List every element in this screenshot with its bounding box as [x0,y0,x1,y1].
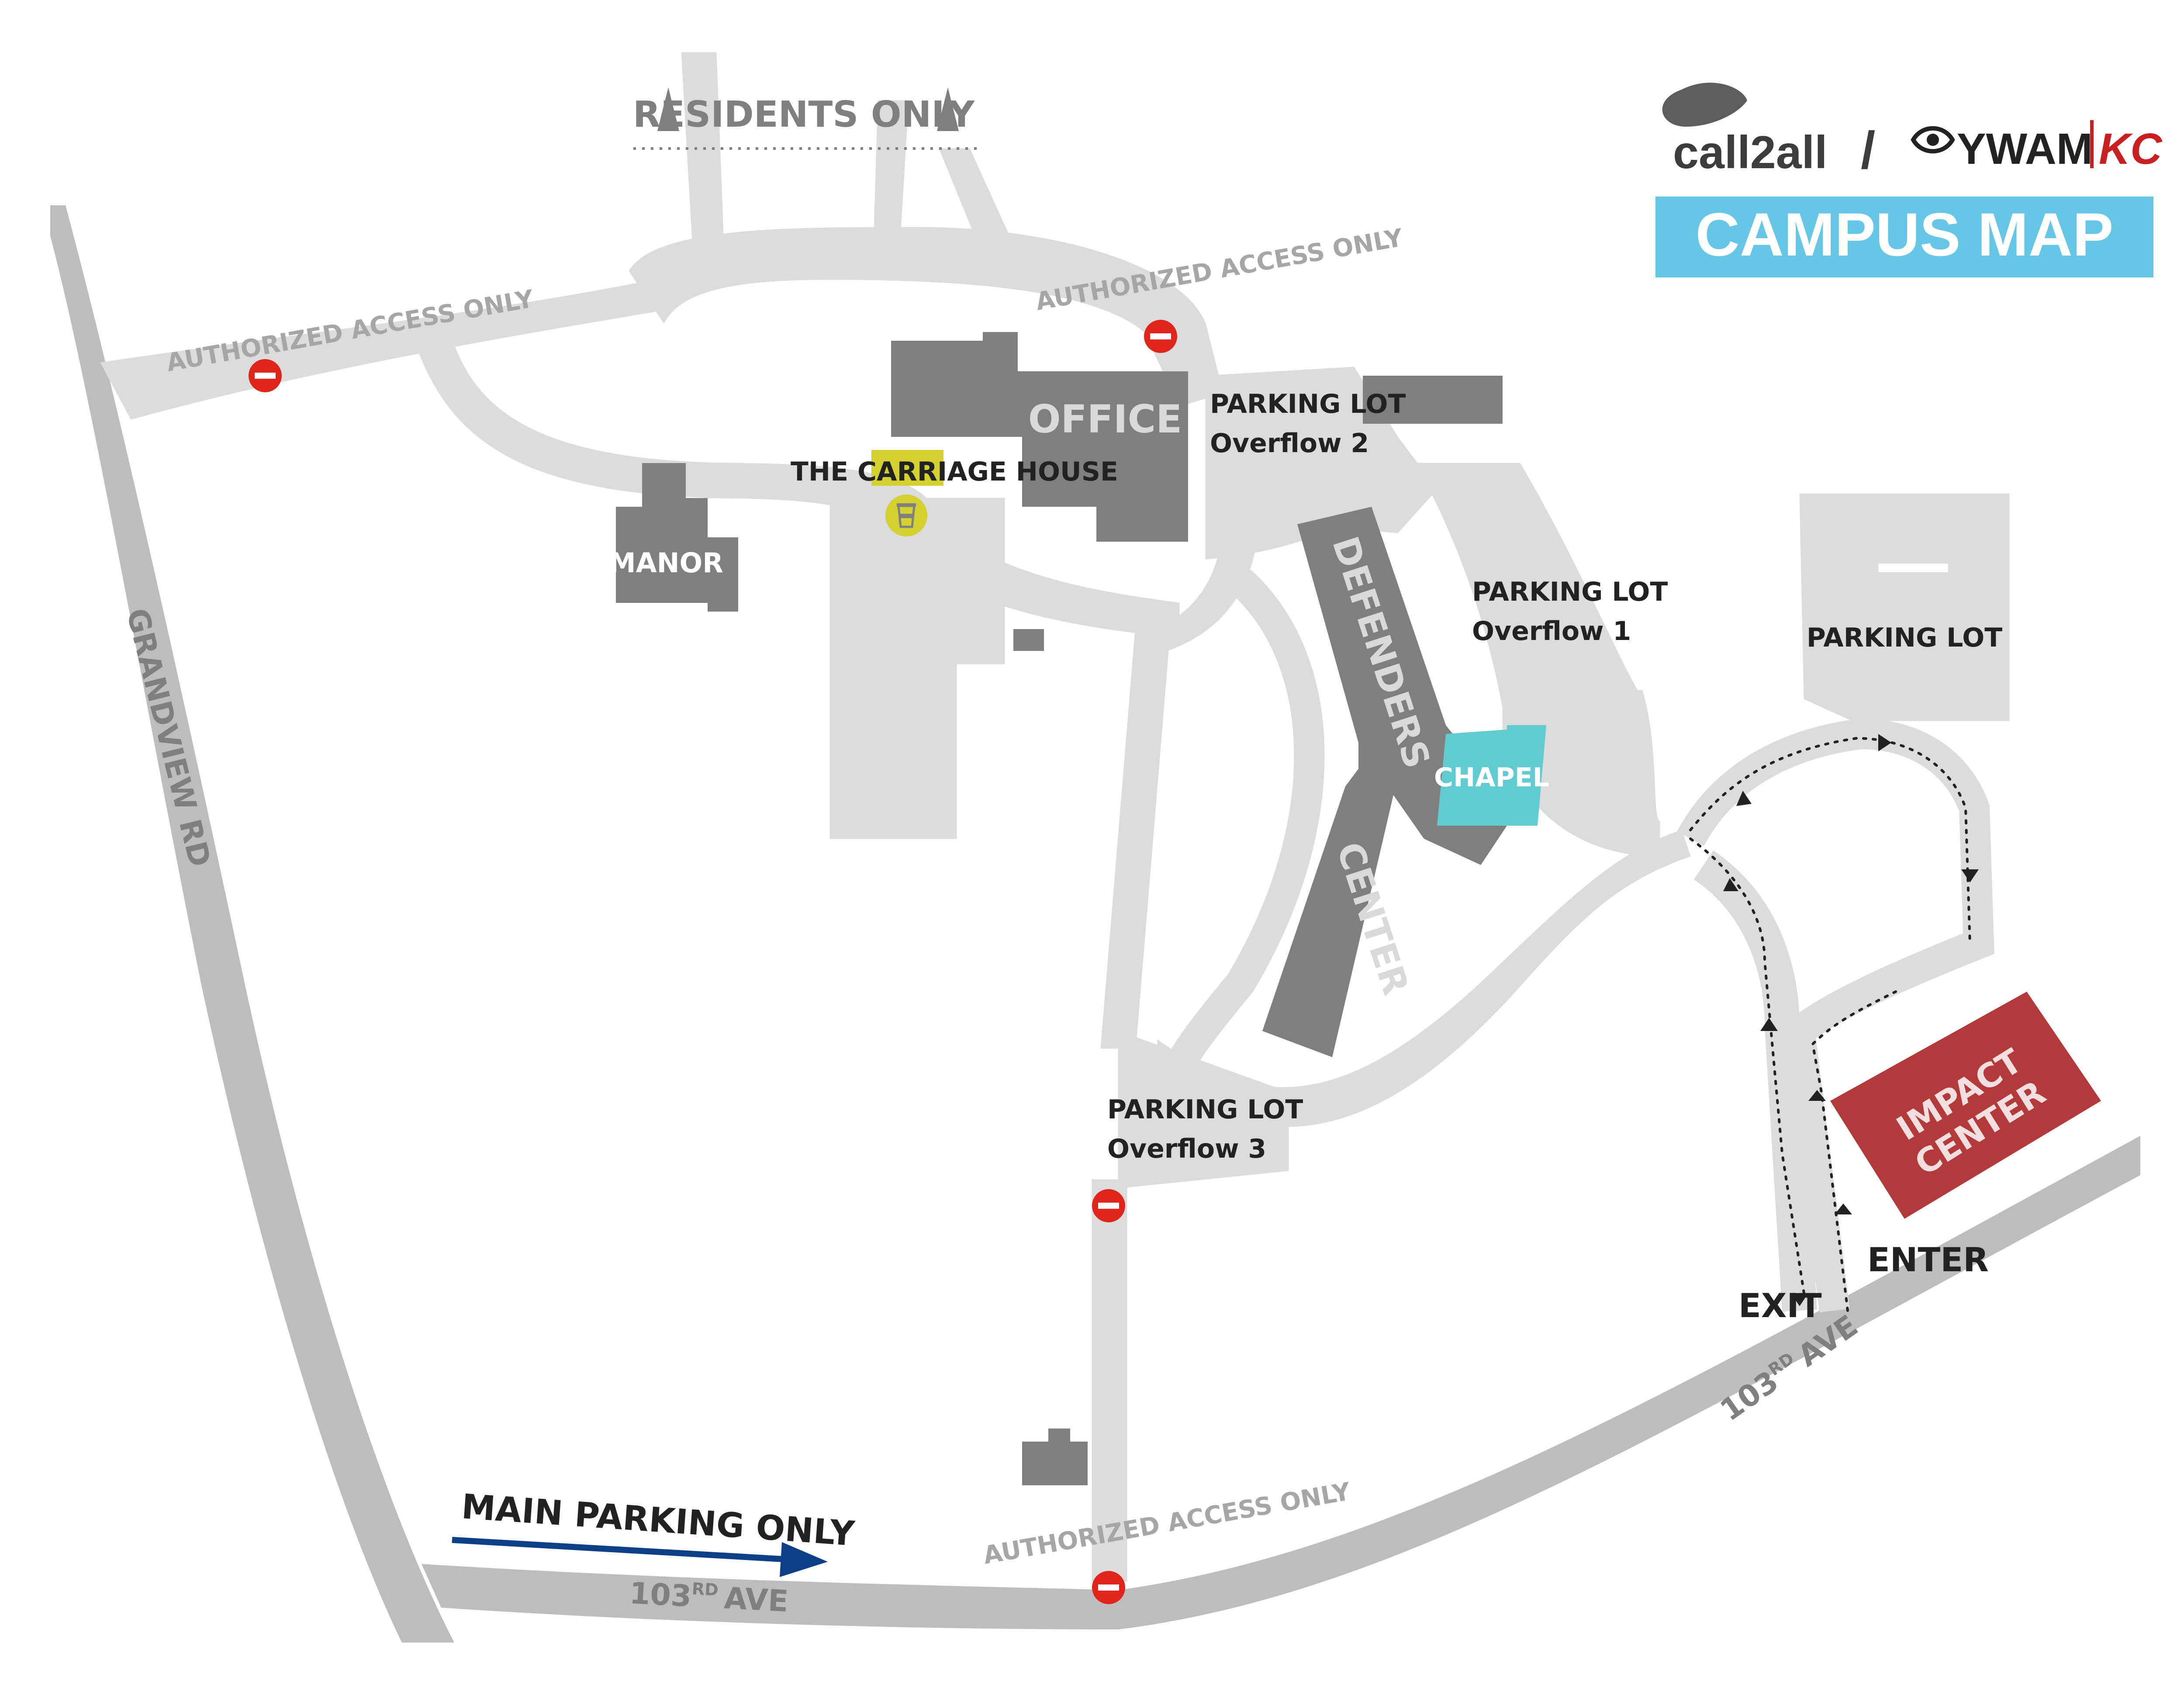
no-entry-icon [1144,320,1177,353]
arrowhead-4 [1723,878,1738,891]
parking-lot-main [1799,493,2010,721]
arrowhead-8 [1835,1204,1852,1214]
manor-building [616,463,738,612]
defenders-center-building [1262,507,1516,1057]
arrowhead-2 [1961,869,1979,882]
main-lot-marker [1878,564,1948,572]
arrowhead-7 [1808,1090,1826,1101]
impact-loop [1677,718,1994,1044]
ave-road-bottom [422,1136,2140,1629]
overflow2-sub: Overflow 2 [1210,428,1369,459]
carriage-courtyard-building [830,664,957,839]
overflow1-sub: Overflow 1 [1472,616,1631,647]
overflow1-title[interactable]: PARKING LOT [1472,577,1668,607]
route-path-inner [1689,837,1805,1294]
route-arrowheads [1723,734,1979,1306]
ywam-logo [1911,126,1955,154]
north-loop [629,227,1223,407]
ywam-divider [2090,120,2094,168]
impact-entry-road [1693,850,1817,1312]
coffee-cup-icon[interactable] [885,495,927,536]
arrowhead-1 [1736,791,1752,806]
small-building-north [1013,629,1044,651]
impact-exit-road [1784,1029,1850,1313]
residents-only-text: RESIDENTS ONLY [633,94,975,135]
office-label[interactable]: OFFICE [1028,397,1182,442]
carriage-suffix: HOUSE [1007,457,1118,487]
arrowhead-6 [1791,1293,1808,1306]
office-building [891,332,1188,542]
main-lot-label[interactable]: PARKING LOT [1807,623,2002,653]
no-entry-icon [1092,1571,1125,1604]
overflow3-sub: Overflow 3 [1107,1134,1266,1164]
triangle-marker-icon [937,87,959,131]
overflow3-lot [1118,1031,1289,1189]
impact-center-building[interactable] [1830,992,2101,1219]
brand-separator: / [1861,121,1875,180]
grandview-road [50,205,454,1643]
campus-map-title: CAMPUS MAP [1696,200,2114,269]
buildings [616,332,1516,1485]
overflow3-title[interactable]: PARKING LOT [1107,1094,1303,1125]
overflow2-building [1363,376,1503,424]
residents-only-marker: RESIDENTS ONLY [633,87,983,150]
manor-label[interactable]: MANOR [609,547,723,579]
kc-text: KC [2099,125,2163,173]
campus-drives [100,52,2010,1582]
carriage-prefix: THE CAR [791,457,917,487]
south-small-building [1022,1429,1088,1485]
no-entry-icons [249,320,1177,1604]
carriage-house-label[interactable]: THE CARRIAGE HOUSE [791,457,1118,487]
main-roads [50,205,2140,1643]
ave-bottom-suffix: RD [691,1579,719,1600]
overflow3-drive [1100,624,1171,1049]
direction-arrow-icon [452,1537,828,1577]
carriage-highlight-text: RIAGE [917,457,1007,487]
no-entry-icon [249,359,282,392]
chapel-label[interactable]: CHAPEL [1434,762,1549,793]
direction-arrow-head [780,1542,828,1577]
manor-loop [419,345,743,498]
no-entry-icon [1092,1189,1125,1222]
exit-label: EXIT [1738,1286,1822,1325]
call2all-text: call2all [1673,127,1828,178]
arrowhead-3 [1878,734,1891,751]
enter-label: ENTER [1867,1240,1989,1279]
campus-map-banner [1655,197,2153,277]
south-access-road [1092,1179,1127,1582]
ave-bottom-number: 103 [629,1576,692,1614]
ywam-text: YWAM [1957,125,2093,173]
traffic-route [1689,737,1971,1312]
route-path-return [1811,990,1897,1312]
arrowhead-5 [1760,1018,1778,1031]
triangle-marker-icon [657,87,679,131]
defenders-loop [1154,570,1325,1136]
brand-header: call2all / YWAM KC CAMPUS MAP [1655,83,2163,277]
chapel-building[interactable] [1437,725,1546,826]
direction-arrow-shaft [452,1537,791,1563]
overflow2-title[interactable]: PARKING LOT [1210,389,1406,419]
route-path-outer [1689,737,1971,945]
ave-bottom-word: AVE [723,1581,789,1619]
carriage-highlight [871,450,943,486]
call2all-drop-logo [1662,83,1747,127]
